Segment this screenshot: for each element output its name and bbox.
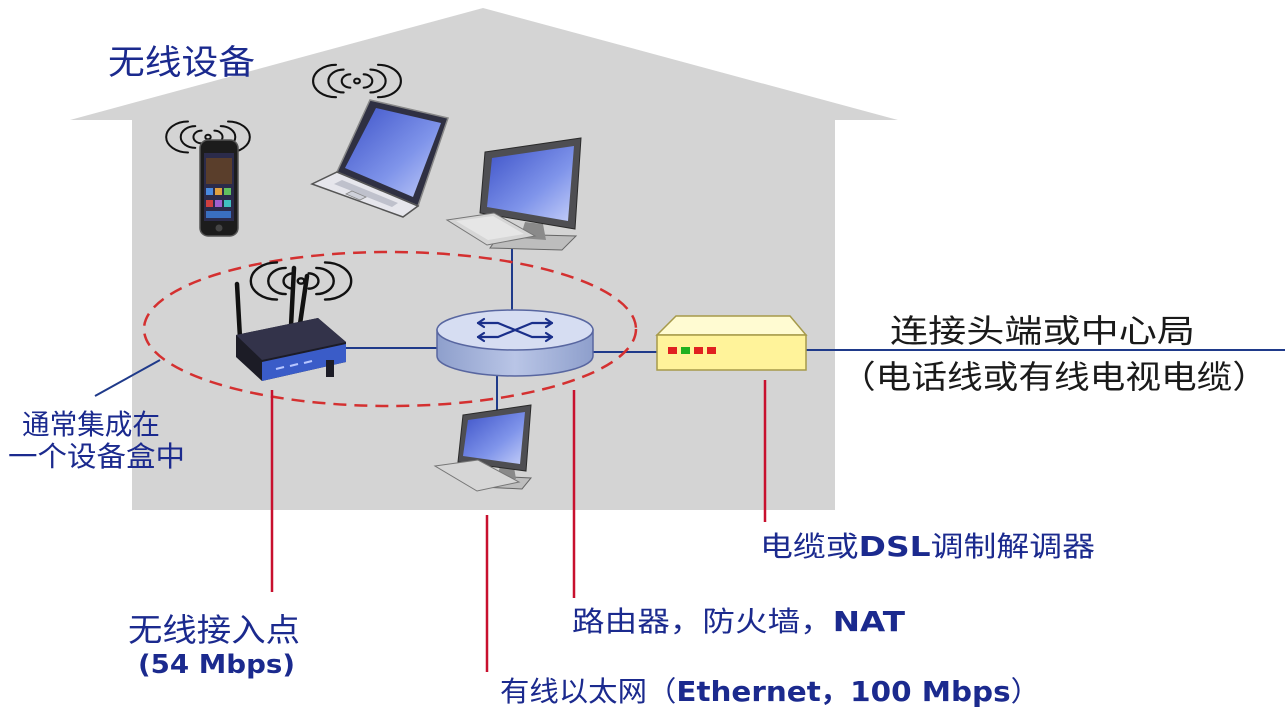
desktop-computer-icon xyxy=(445,137,582,251)
modem-label-prefix: 电缆或 xyxy=(760,530,859,563)
modem-led-red xyxy=(707,347,716,354)
headend-sublabel: （电话线或有线电视电缆） xyxy=(840,358,1268,396)
modem-led-red xyxy=(694,347,703,354)
diagram-title: 无线设备 xyxy=(108,43,255,83)
modem-led-green xyxy=(681,347,690,354)
modem-label-bold: DSL xyxy=(859,530,931,563)
ethernet-label: 有线以太网（Ethernet，100 Mbps） xyxy=(500,675,1040,708)
callout-lines xyxy=(270,380,767,672)
integrated-pointer-line xyxy=(94,359,161,397)
integrated-box-outline xyxy=(142,250,638,408)
laptop-icon xyxy=(310,99,449,218)
headend-label: 连接头端或中心局 xyxy=(890,312,1195,350)
desktop-computer-icon-wired xyxy=(433,404,533,492)
smartphone-icon xyxy=(199,139,239,237)
router-switch-icon xyxy=(436,309,594,377)
modem-led-red xyxy=(668,347,677,354)
integrated-note-line2: 一个设备盒中 xyxy=(8,440,185,473)
router-label: 路由器，防火墙，NAT xyxy=(572,605,905,638)
modem-label-suffix: 调制解调器 xyxy=(931,530,1095,563)
ethernet-label-prefix: 有线以太网（ xyxy=(500,675,676,708)
integrated-note-line1: 通常集成在 xyxy=(22,408,160,441)
access-point-label: 无线接入点 xyxy=(128,611,300,649)
router-label-prefix: 路由器，防火墙， xyxy=(572,605,833,638)
ethernet-label-bold: Ethernet，100 Mbps xyxy=(676,675,1010,708)
access-point-speed: (54 Mbps) xyxy=(138,650,295,680)
ethernet-label-suffix: ） xyxy=(1011,675,1040,708)
router-label-bold: NAT xyxy=(833,605,905,638)
modem-icon xyxy=(655,315,808,371)
wireless-access-point-icon xyxy=(234,265,346,381)
